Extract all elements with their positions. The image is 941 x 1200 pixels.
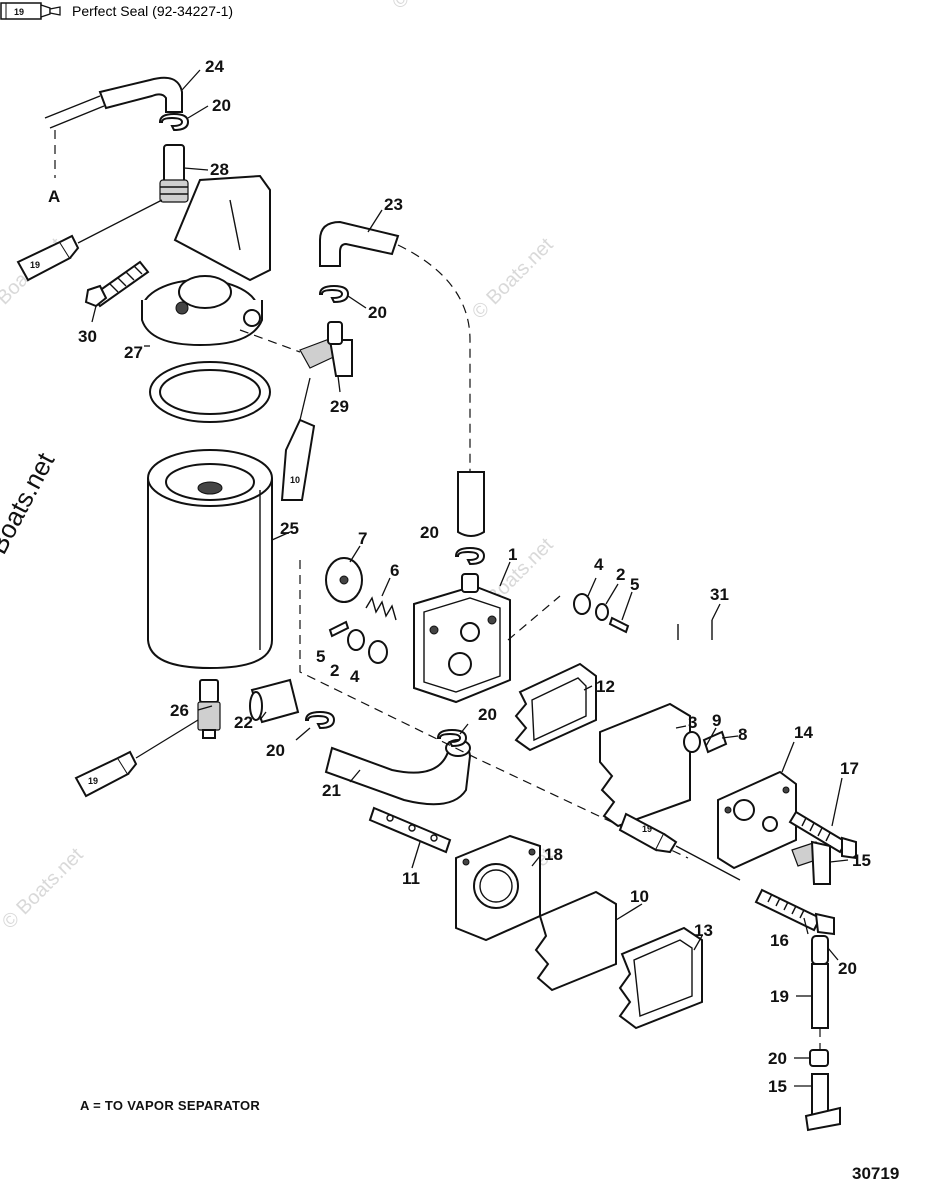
legend-tube-number: 19 (14, 7, 24, 17)
diaphragm-3 (599, 702, 691, 828)
callout-labels: 24 20 28 A 23 20 30 27 29 25 7 20 1 6 4 … (48, 57, 871, 1096)
tube-label: 19 (88, 776, 98, 786)
sealant-tube-left-bottom: 19 (74, 719, 199, 798)
callout-20: 20 (420, 523, 439, 542)
callout-25: 25 (280, 519, 299, 538)
callout-5: 5 (316, 647, 325, 666)
callout-18: 18 (544, 845, 563, 864)
callout-A: A (48, 187, 60, 206)
callout-22: 22 (234, 713, 253, 732)
callout-20: 20 (266, 741, 285, 760)
tube-label: 19 (30, 260, 40, 270)
elbow-fitting-29 (239, 321, 353, 377)
elbow-15-right (791, 840, 831, 885)
small-parts-right (573, 593, 630, 634)
gasket-10 (534, 890, 617, 992)
callout-11: 11 (402, 869, 420, 888)
watermark: © Boats.net (388, 0, 478, 14)
check-valve-9-8 (683, 730, 728, 754)
spring-6 (365, 596, 397, 621)
callout-9: 9 (712, 711, 721, 730)
callout-14: 14 (794, 723, 813, 742)
callout-31: 31 (710, 585, 729, 604)
watermark: © Boats.net (468, 234, 558, 324)
bolt-17 (788, 810, 857, 860)
tube-label: 19 (642, 824, 652, 834)
clamp-20-pump-top (454, 546, 486, 566)
callout-6: 6 (390, 561, 399, 580)
callout-20: 20 (768, 1049, 787, 1068)
callout-4: 4 (350, 667, 360, 686)
hose-21 (324, 739, 472, 806)
callout-23: 23 (384, 195, 403, 214)
bracket-11 (368, 806, 452, 854)
tube-label-alt: 10 (290, 475, 300, 485)
o-ring (149, 361, 271, 423)
clamp-20-top (158, 112, 190, 132)
callout-10: 10 (630, 887, 649, 906)
callout-29: 29 (330, 397, 349, 416)
sealant-tube-left-top: 19 (16, 199, 163, 282)
diaphragm-7 (325, 557, 363, 603)
callout-12: 12 (596, 677, 615, 696)
callout-20: 20 (212, 96, 231, 115)
bolt-30 (84, 260, 150, 308)
cover-14 (717, 770, 797, 870)
callout-4: 4 (594, 555, 604, 574)
fitting-15-bottom (804, 1073, 841, 1132)
clamp-20-pump-bottom (436, 728, 468, 748)
callout-13: 13 (694, 921, 713, 940)
fitting-28 (159, 144, 189, 203)
clamp-20-left (304, 710, 336, 730)
callout-17: 17 (840, 759, 859, 778)
callout-8: 8 (738, 725, 747, 744)
callout-2: 2 (330, 661, 339, 680)
callout-2: 2 (616, 565, 625, 584)
callout-5: 5 (630, 575, 639, 594)
sealant-tube-right: 19 (618, 812, 741, 881)
part-31-marks (677, 620, 713, 640)
callout-15: 15 (852, 851, 871, 870)
small-parts-left (328, 620, 388, 664)
callout-21: 21 (322, 781, 341, 800)
callout-28: 28 (210, 160, 229, 179)
sealant-tube-icon: 19 (0, 2, 61, 20)
callout-7: 7 (358, 529, 367, 548)
hose-24 (44, 76, 183, 178)
callout-19: 19 (770, 987, 789, 1006)
leader-lines (91, 69, 849, 1087)
figure-number: 30719 (852, 1164, 900, 1183)
sealant-tube-10: 10 (280, 377, 316, 501)
pump-body-1 (413, 573, 511, 704)
assembly-outline-top (507, 595, 561, 641)
callout-3: 3 (688, 713, 697, 732)
filter-canister-25 (147, 449, 273, 670)
legend-sealant: 19 Perfect Seal (92-34227-1) (0, 0, 941, 22)
callout-20: 20 (838, 959, 857, 978)
callout-27: 27 (124, 343, 143, 362)
callout-26: 26 (170, 701, 189, 720)
legend-a-note: A = TO VAPOR SEPARATOR (80, 1098, 261, 1113)
fitting-22 (249, 678, 300, 724)
legend-sealant-text: Perfect Seal (92-34227-1) (72, 3, 234, 19)
bolt-16 (754, 888, 835, 936)
callout-20: 20 (368, 303, 387, 322)
flange-18 (455, 834, 541, 942)
callout-15: 15 (768, 1077, 787, 1096)
callout-16: 16 (770, 931, 789, 950)
callout-20: 20 (478, 705, 497, 724)
callout-30: 30 (78, 327, 97, 346)
clamp-20-mid (318, 284, 350, 304)
assembly-outline-left (299, 560, 689, 859)
hose-19-vertical (809, 935, 829, 1067)
watermark: © Boats.net (0, 844, 88, 934)
hose-23 (319, 220, 485, 537)
filter-head-27 (141, 174, 271, 347)
gasket-12 (514, 662, 597, 752)
callout-24: 24 (205, 57, 224, 76)
gasket-13 (618, 926, 703, 1030)
callout-1: 1 (508, 545, 517, 564)
